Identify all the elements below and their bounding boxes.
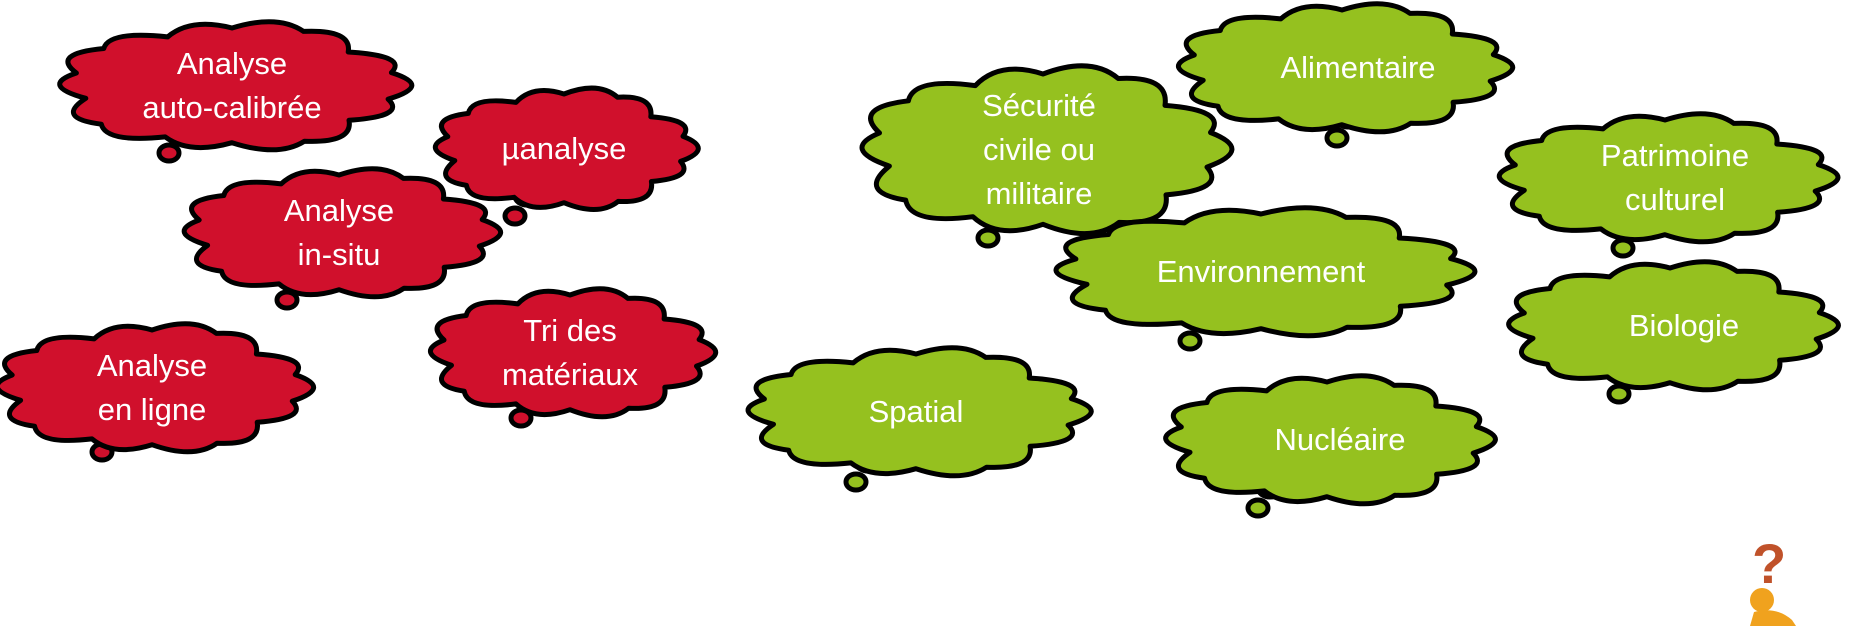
cloud-tail-bubble [1245, 497, 1271, 519]
cloud-shape [745, 345, 1094, 479]
cloud-shape [433, 85, 701, 212]
cloud-shape [1496, 111, 1841, 245]
cloud-alimentaire [1175, 1, 1516, 149]
cloud-shape [1053, 205, 1478, 339]
cloud-shape [428, 286, 719, 420]
cloud-nucleaire [1163, 373, 1498, 519]
cloud-shape [1175, 1, 1516, 135]
figure-hand [1766, 612, 1782, 624]
cloud-environnement [1053, 205, 1478, 352]
cloud-securite [859, 63, 1235, 249]
cloud-patrimoine-culturel [1496, 111, 1841, 259]
cloud-spatial [745, 345, 1094, 493]
cloud-analyse-en-ligne [0, 321, 317, 463]
question-mark: ? [1752, 536, 1786, 595]
cloud-biologie [1506, 259, 1841, 405]
cloud-tail-bubble [975, 227, 1001, 249]
cloud-shape [0, 321, 317, 455]
cloud-tail-bubble [1610, 237, 1636, 259]
cloud-tri-des-materiaux [428, 286, 719, 429]
cloud-analyse-auto-calibree [57, 19, 415, 164]
cloud-tail-bubble [843, 471, 869, 493]
cloud-shape [57, 19, 415, 153]
figure-head [1750, 588, 1774, 612]
cloud-shape [1506, 259, 1841, 393]
cloud-tail-bubble [156, 142, 182, 164]
cloud-shape [1163, 373, 1498, 507]
cloud-tail-bubble [1177, 330, 1203, 352]
cloud-micro-analyse [433, 85, 701, 227]
cloud-analyse-in-situ [181, 166, 504, 311]
cloud-tail-bubble [1324, 127, 1350, 149]
thinking-figure-icon: ? [1750, 536, 1796, 626]
cloud-shape [181, 166, 504, 300]
cloud-tail-bubble [502, 205, 528, 227]
cloud-shape [859, 63, 1235, 237]
